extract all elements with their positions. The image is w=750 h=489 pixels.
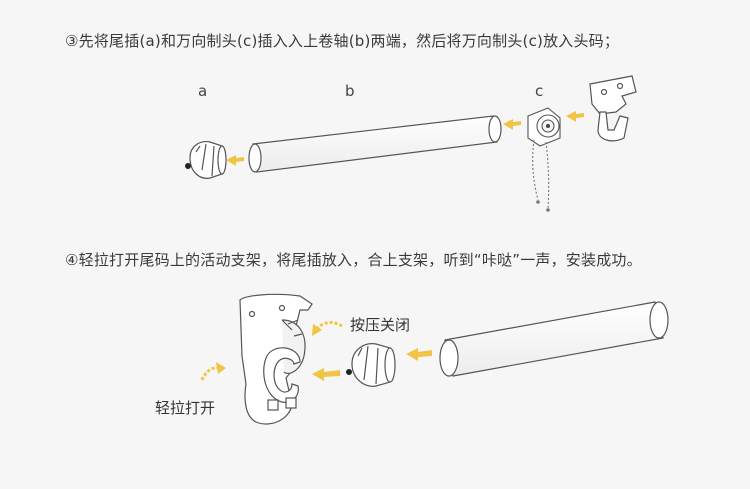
arrow-icon bbox=[312, 324, 322, 336]
pull-arrow-icon bbox=[200, 366, 223, 381]
arrow-icon bbox=[566, 111, 584, 122]
roller-tube bbox=[439, 301, 669, 377]
arrow-icon bbox=[216, 362, 226, 374]
roller-tube-b bbox=[248, 115, 502, 173]
press-close-label: 按压关闭 bbox=[350, 316, 411, 334]
label-b: b bbox=[345, 82, 355, 100]
arrow-icon bbox=[312, 368, 340, 381]
step4-instruction: ④轻拉打开尾码上的活动支架，将尾插放入，合上支架，听到“咔哒”一声，安装成功。 bbox=[65, 251, 642, 269]
pull-open-label: 轻拉打开 bbox=[155, 399, 216, 417]
arrow-icon bbox=[406, 348, 432, 361]
end-plug-a bbox=[185, 141, 227, 179]
arrow-icon bbox=[503, 119, 521, 130]
head-bracket bbox=[589, 75, 637, 142]
step3-instruction: ③先将尾插(a)和万向制头(c)插入入上卷轴(b)两端，然后将万向制头(c)放入… bbox=[65, 32, 620, 50]
end-plug bbox=[346, 343, 396, 387]
label-a: a bbox=[198, 82, 208, 100]
arrow-icon bbox=[226, 155, 244, 166]
end-bracket bbox=[239, 293, 313, 425]
label-c: c bbox=[535, 82, 544, 100]
control-head-c bbox=[527, 107, 561, 212]
